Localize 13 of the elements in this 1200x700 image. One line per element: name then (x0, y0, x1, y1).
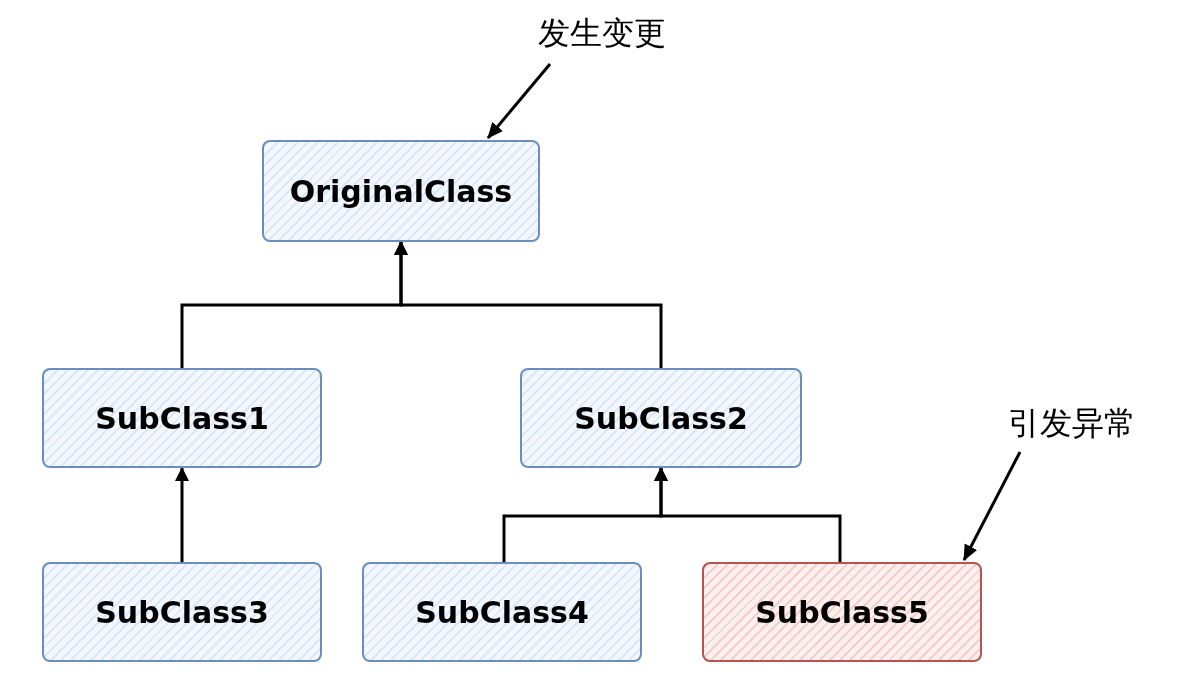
inheritance-arrow (175, 467, 189, 562)
annotation-arrow (486, 63, 552, 139)
class-box: OriginalClass (262, 140, 540, 242)
inheritance-arrow (394, 241, 663, 368)
class-box: SubClass2 (520, 368, 802, 468)
class-box: SubClass4 (362, 562, 642, 662)
class-box: SubClass3 (42, 562, 322, 662)
inheritance-arrow (654, 467, 842, 562)
class-box: SubClass5 (702, 562, 982, 662)
class-box: SubClass1 (42, 368, 322, 468)
annotation-text: 发生变更 (538, 12, 666, 56)
annotation-arrow (962, 451, 1022, 561)
annotation-text: 引发异常 (1008, 402, 1136, 446)
